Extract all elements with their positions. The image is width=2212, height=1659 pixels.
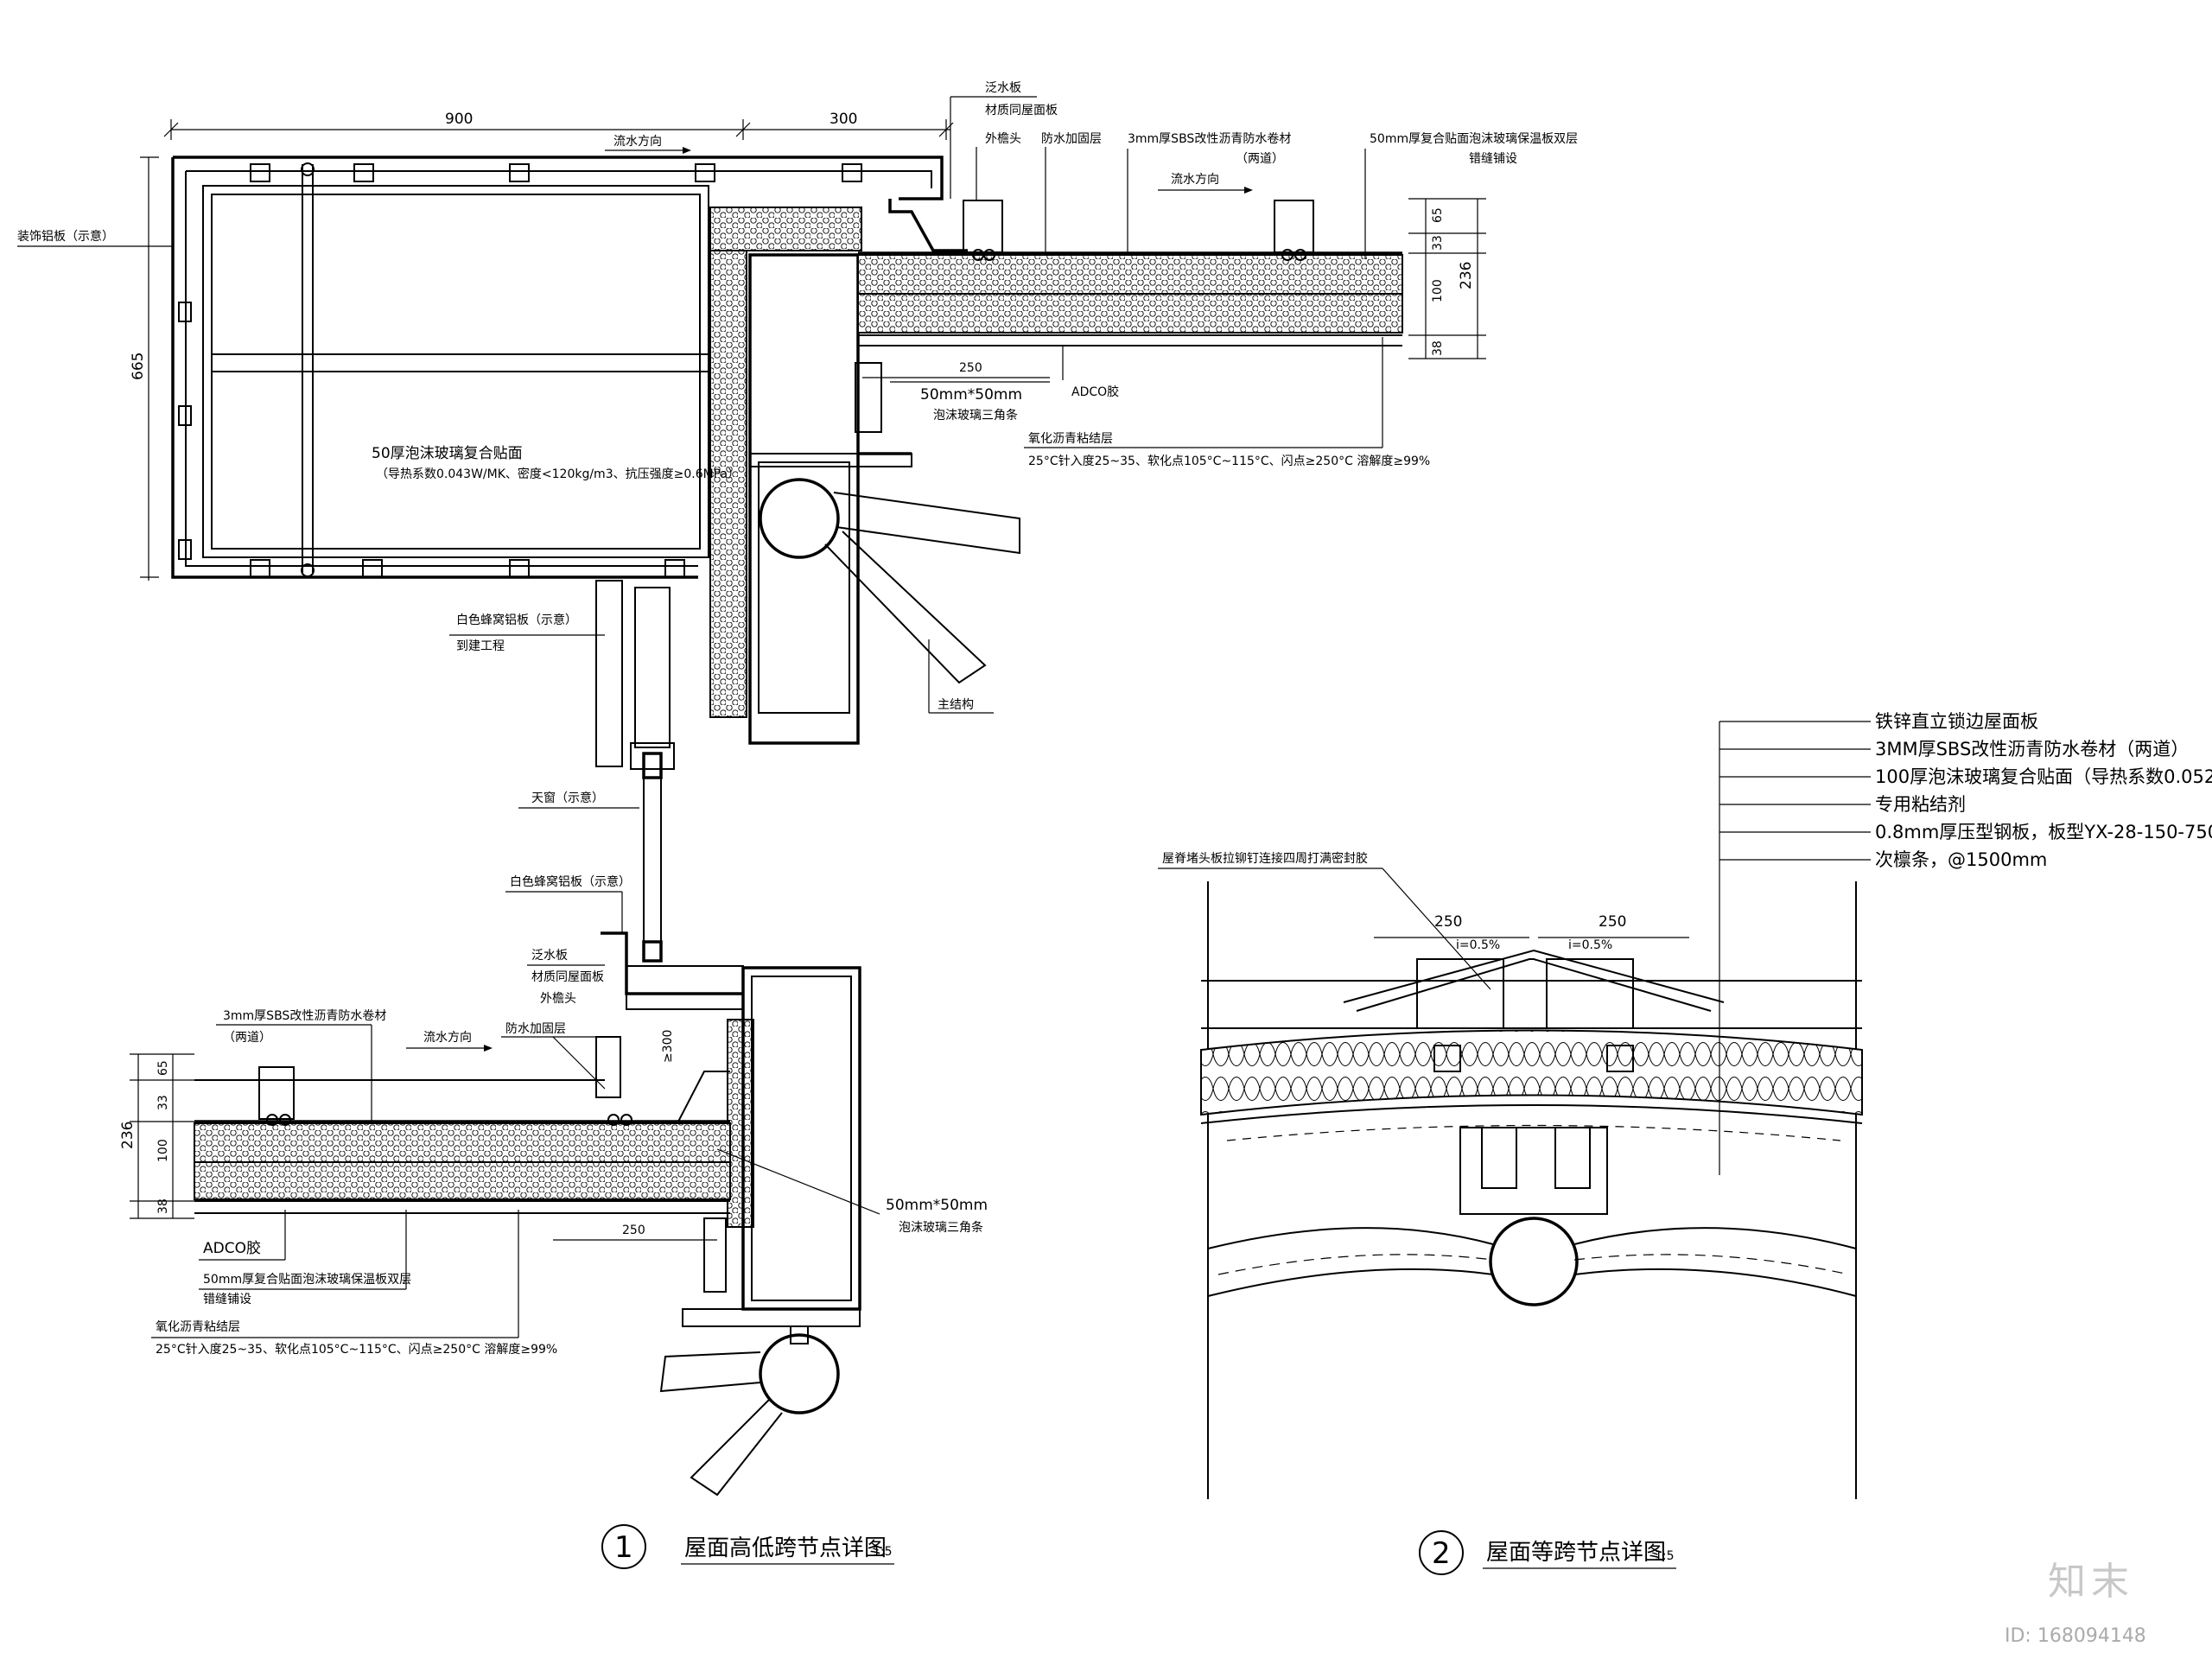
label-ge300: ≥300 — [661, 1030, 675, 1063]
detail-2-scale: 1:5 — [1655, 1549, 1675, 1563]
label-flow-dir-b: 流水方向 — [423, 1031, 472, 1045]
detail-1-bottom: 天窗（示意） 白色蜂窝铝板（示意） 65 33 1 — [119, 580, 988, 1569]
dim-b236: 236 — [119, 1122, 137, 1149]
label-asphalt-spec: 25°C针入度25~35、软化点105°C~115°C、闪点≥250°C 溶解度… — [1028, 454, 1430, 468]
label-main-struct: 主结构 — [938, 698, 974, 712]
dim-100: 100 — [1431, 279, 1445, 302]
label-foamglass-50-b: 50mm厚复合贴面泡沫玻璃保温板双层 — [203, 1272, 411, 1287]
detail-2: 250 250 i=0.5% i=0.5% 屋脊堵头板拉铆钉连接四周打满密封胶 … — [1158, 711, 2212, 1575]
label-flow-dir-mid: 流水方向 — [1171, 173, 1219, 187]
layer-5: 0.8mm厚压型钢板，板型YX-28-150-750（ii） — [1875, 822, 2212, 842]
dim-b38: 38 — [156, 1198, 170, 1214]
watermark-brand: 知末 — [2048, 1560, 2134, 1604]
label-triangle: 50mm*50mm — [920, 386, 1022, 404]
label-outer-eave: 外檐头 — [985, 132, 1021, 146]
label-sbs-membrane-b: 3mm厚SBS改性沥青防水卷材 — [223, 1009, 386, 1023]
label-adco: ADCO胶 — [1071, 385, 1119, 399]
watermark-id: ID: 168094148 — [2005, 1625, 2146, 1647]
dim-665: 665 — [130, 353, 147, 380]
label-honeycomb-bot: 白色蜂窝铝板（示意） — [510, 874, 631, 889]
layer-6: 次檩条，@1500mm — [1875, 849, 2047, 870]
dim-250b: 250 — [622, 1224, 645, 1237]
slope-left: i=0.5% — [1456, 938, 1500, 952]
label-sbs-two-b: （两道） — [223, 1031, 271, 1045]
dim-b33: 33 — [156, 1095, 170, 1110]
label-staggered-b: 错缝铺设 — [203, 1293, 251, 1306]
ridge-note: 屋脊堵头板拉铆钉连接四周打满密封胶 — [1162, 851, 1368, 866]
dim-236: 236 — [1458, 262, 1475, 289]
label-flow-dir-top: 流水方向 — [613, 135, 662, 149]
detail-1-number: 1 — [614, 1530, 633, 1565]
label-triangle-b: 50mm*50mm — [886, 1197, 988, 1214]
layer-list: 铁锌直立锁边屋面板 3MM厚SBS改性沥青防水卷材（两道） 100厚泡沫玻璃复合… — [1719, 711, 2212, 870]
label-honeycomb-top: 白色蜂窝铝板（示意） — [456, 613, 577, 627]
label-curtain-wall: 到建工程 — [456, 639, 505, 653]
label-flashing-material: 材质同屋面板 — [985, 104, 1058, 118]
label-asphalt-adh: 氧化沥青粘结层 — [1028, 432, 1113, 446]
label-flashing-material-b: 材质同屋面板 — [531, 970, 604, 984]
label-sbs-two: （两道） — [1236, 152, 1284, 166]
layer-1: 铁锌直立锁边屋面板 — [1875, 711, 2038, 732]
dim-250-left: 250 — [1434, 913, 1462, 931]
label-adco-b: ADCO胶 — [203, 1240, 261, 1257]
dim-b100: 100 — [156, 1139, 170, 1162]
layer-4: 专用粘结剂 — [1875, 794, 1966, 815]
dim-300: 300 — [830, 111, 857, 128]
label-foamglass-50: 50mm厚复合贴面泡沫玻璃保温板双层 — [1370, 131, 1578, 146]
dim-250a: 250 — [959, 361, 982, 375]
label-foam-spec1: 50厚泡沫玻璃复合贴面 — [372, 445, 523, 462]
layer-3: 100厚泡沫玻璃复合贴面（导热系数0.052w/mk） — [1875, 766, 2212, 787]
clip-icons-top — [178, 162, 862, 578]
label-skylight: 天窗（示意） — [531, 791, 604, 805]
label-outer-eave-b: 外檐头 — [540, 992, 576, 1006]
detail-1-top: 900 300 665 装饰铝板（示意） 流水方向 — [17, 81, 1578, 745]
slope-right: i=0.5% — [1568, 938, 1612, 952]
dim-33: 33 — [1431, 235, 1445, 251]
label-decor-panel: 装饰铝板（示意） — [17, 229, 114, 244]
detail-2-title: 屋面等跨节点详图 — [1486, 1540, 1666, 1566]
label-triangle-mat-b: 泡沫玻璃三角条 — [899, 1220, 983, 1235]
dim-38: 38 — [1431, 340, 1445, 356]
dim-b65: 65 — [156, 1060, 170, 1076]
dim-900: 900 — [445, 111, 473, 128]
detail-1-scale: 1:5 — [873, 1545, 893, 1559]
label-foam-spec2: （导热系数0.043W/MK、密度<120kg/m3、抗压强度≥0.6MPa） — [376, 467, 740, 481]
label-waterproof-layer: 防水加固层 — [1041, 132, 1102, 146]
label-staggered: 错缝铺设 — [1469, 152, 1517, 166]
dim-250-right: 250 — [1599, 913, 1626, 931]
detail-1-title: 屋面高低跨节点详图 — [684, 1535, 887, 1561]
label-flashing: 泛水板 — [985, 81, 1021, 95]
label-sbs-membrane: 3mm厚SBS改性沥青防水卷材 — [1128, 132, 1291, 146]
label-asphalt-spec-b: 25°C针入度25~35、软化点105°C~115°C、闪点≥250°C 溶解度… — [156, 1343, 557, 1357]
label-asphalt-adh-b: 氧化沥青粘结层 — [156, 1320, 240, 1334]
label-waterproof-layer-b: 防水加固层 — [505, 1022, 566, 1036]
layer-2: 3MM厚SBS改性沥青防水卷材（两道） — [1875, 739, 2189, 760]
label-triangle-mat: 泡沫玻璃三角条 — [933, 408, 1018, 423]
watermark: 知末 ID: 168094148 — [2005, 1560, 2146, 1647]
dim-65: 65 — [1431, 207, 1445, 223]
detail-2-number: 2 — [1432, 1536, 1451, 1571]
label-flashing-b: 泛水板 — [531, 949, 568, 963]
